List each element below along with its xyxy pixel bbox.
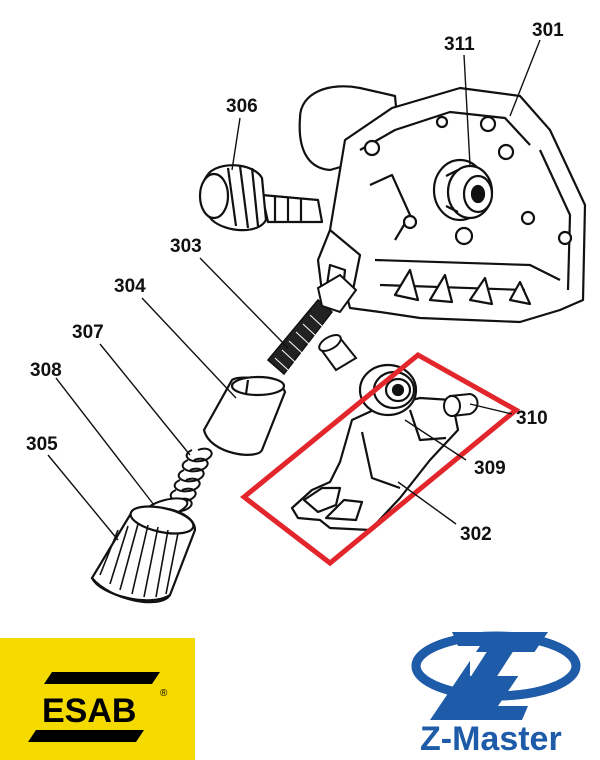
label-305: 305 bbox=[26, 434, 58, 455]
label-306: 306 bbox=[226, 96, 258, 117]
part-303-threaded-rod bbox=[266, 273, 358, 376]
zmaster-logo-text: Z-Master bbox=[420, 720, 562, 758]
label-301: 301 bbox=[532, 20, 564, 41]
label-302: 302 bbox=[460, 524, 492, 545]
esab-reg-mark: ® bbox=[160, 688, 168, 699]
label-303: 303 bbox=[170, 236, 202, 257]
part-pin bbox=[318, 334, 358, 372]
part-309-bearing bbox=[358, 363, 418, 417]
leader-lines bbox=[47, 39, 541, 541]
part-311-feed-roller bbox=[432, 158, 494, 222]
esab-logo-text: ESAB bbox=[42, 692, 136, 730]
esab-logo: ESAB ® bbox=[0, 638, 195, 760]
label-307: 307 bbox=[72, 322, 104, 343]
part-307-spring bbox=[165, 447, 213, 513]
label-310: 310 bbox=[516, 408, 548, 429]
label-311: 311 bbox=[444, 34, 475, 55]
label-309: 309 bbox=[474, 458, 506, 479]
part-304-sleeve bbox=[202, 375, 287, 456]
part-310-pin bbox=[443, 392, 479, 418]
zmaster-logo: Z-Master bbox=[411, 631, 581, 758]
highlight-box bbox=[239, 351, 521, 567]
part-302-pressure-arm bbox=[290, 396, 460, 532]
part-305-knurled-nut bbox=[90, 505, 197, 604]
label-304: 304 bbox=[114, 276, 146, 297]
label-308: 308 bbox=[30, 360, 62, 381]
part-306-adjustment-knob bbox=[198, 164, 324, 232]
